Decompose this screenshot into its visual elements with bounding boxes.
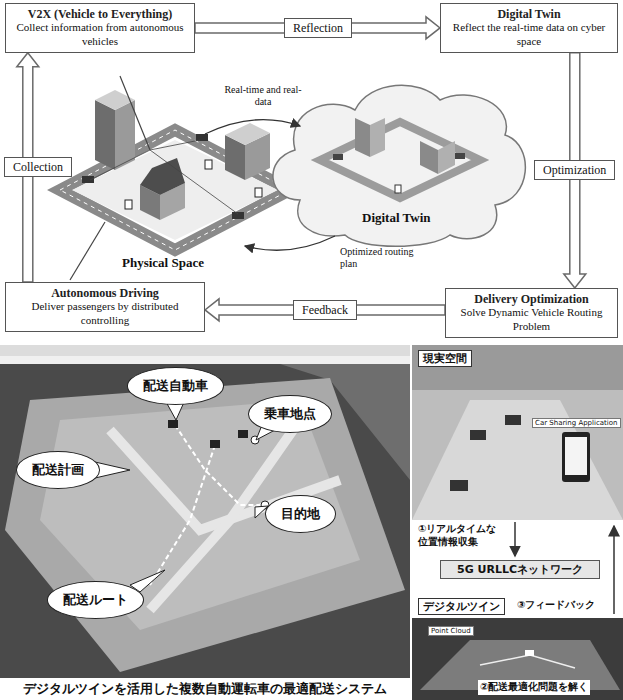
node-heading: Delivery Optimization — [452, 292, 611, 306]
leader-line — [120, 76, 150, 150]
process-box: Digital TwinReflect the real-time data o… — [440, 3, 618, 53]
window-menu-bar — [0, 356, 410, 364]
curved-arrow — [245, 236, 335, 250]
signal-line — [150, 150, 238, 214]
twin-image-ground — [412, 618, 623, 700]
passenger-pin — [205, 160, 212, 169]
screenshot-ground — [0, 345, 410, 680]
step-label: ③フィードバック — [515, 598, 597, 613]
node-body: Collect information from autonomous vehi… — [12, 21, 188, 47]
edge-label: Optimization — [534, 160, 615, 180]
twin-building — [438, 141, 455, 174]
region-label: Physical Space — [122, 255, 204, 271]
twin-road — [320, 122, 480, 198]
twin-car — [333, 154, 343, 160]
photo-floor — [412, 400, 623, 520]
process-box: V2X (Vehicle to Everything)Collect infor… — [5, 3, 195, 53]
photo-ceiling — [412, 345, 623, 390]
robot-car — [450, 480, 468, 491]
callout-bubble: 配送自動車 — [127, 367, 224, 405]
flow-arrow — [514, 522, 516, 556]
node-heading: デジタルツイン — [423, 600, 500, 613]
node-heading: 配送自動車 — [143, 378, 208, 394]
node-body: Reflect the real-time data on cyber spac… — [447, 21, 611, 47]
edge-label: Collection — [4, 157, 72, 177]
callout-bubble: 乗車地点 — [248, 395, 332, 433]
node-heading: 目的地 — [281, 506, 320, 522]
house-roof — [140, 158, 185, 195]
flow-label: Real-time and real-data — [222, 84, 304, 107]
node-heading: 配送計画 — [32, 462, 84, 478]
node-heading: Autonomous Driving — [12, 286, 198, 300]
signal-line — [90, 150, 150, 180]
caption: デジタルツインを活用した複数自動運転車の最適配送システム — [0, 678, 410, 700]
panel-tag: 現実空間 — [418, 350, 472, 367]
passenger-pin — [125, 200, 132, 209]
road-centerline — [60, 130, 290, 250]
road-ring — [60, 130, 290, 250]
flow-arrow — [613, 526, 615, 614]
building-roof — [225, 123, 270, 145]
bubble-tail — [95, 462, 130, 478]
vehicle-marker — [168, 420, 178, 428]
network-box: 5G URLLCネットワーク — [440, 560, 600, 579]
node-heading: 配送ルート — [63, 592, 128, 608]
photo-ground — [412, 345, 623, 520]
car — [232, 212, 244, 219]
window-title-bar — [0, 345, 410, 356]
cloud — [273, 85, 525, 246]
node-body: Deliver passengers by distributed contro… — [12, 300, 198, 326]
node-heading: 乗車地点 — [264, 406, 316, 422]
region-label: Digital Twin — [362, 210, 431, 226]
step-label: ②配送最適化問題を解く — [478, 680, 590, 695]
twin-building — [420, 141, 438, 174]
robot-car — [470, 430, 486, 440]
step-label: ①リアルタイムな位置情報収集 — [416, 522, 508, 549]
smartphone — [562, 432, 590, 482]
callout-bubble: 目的地 — [265, 495, 336, 533]
node-body: Solve Dynamic Vehicle Routing Problem — [452, 306, 611, 332]
leader-line — [70, 222, 105, 280]
block-arrow — [205, 299, 445, 321]
node-heading: 現実空間 — [423, 352, 467, 365]
trajectory — [480, 655, 575, 668]
callout-bubble: 配送計画 — [16, 451, 100, 489]
twin-car — [455, 153, 465, 159]
block-arrow — [195, 17, 440, 39]
delivery-route — [175, 425, 275, 505]
passenger-pin — [255, 188, 262, 197]
node-heading: 5G URLLCネットワーク — [445, 563, 595, 576]
map-floor — [40, 400, 360, 630]
twin-building — [370, 118, 385, 157]
node-heading: V2X (Vehicle to Everything) — [12, 7, 188, 21]
building — [115, 100, 135, 170]
twin-pin — [395, 185, 401, 193]
twin-building — [355, 118, 370, 157]
building — [95, 100, 115, 170]
node-heading: Digital Twin — [447, 7, 611, 21]
panel-tag: デジタルツイン — [418, 598, 505, 615]
signal-line — [150, 140, 200, 150]
photo-label: Car Sharing Application — [532, 418, 621, 428]
smartphone-screen — [565, 437, 587, 475]
map-floor — [5, 378, 405, 672]
flow-label: Optimized routing plan — [340, 246, 420, 269]
map-corridor — [110, 430, 340, 530]
callout-bubble: 配送ルート — [47, 581, 144, 619]
building-roof — [95, 90, 135, 110]
edge-label: Feedback — [293, 300, 357, 320]
curved-arrow — [205, 120, 300, 134]
process-box: Delivery OptimizationSolve Dynamic Vehic… — [445, 288, 618, 338]
car — [196, 134, 208, 141]
vehicle-marker — [210, 440, 220, 448]
edge-label: Reflection — [284, 18, 352, 38]
process-box: Autonomous DrivingDeliver passengers by … — [5, 282, 205, 332]
twin-vehicle — [525, 650, 534, 656]
car — [82, 176, 94, 183]
delivery-route — [150, 445, 215, 585]
robot-car — [505, 415, 521, 425]
photo-label: Point Cloud — [428, 626, 474, 636]
vehicle-marker — [238, 430, 248, 438]
